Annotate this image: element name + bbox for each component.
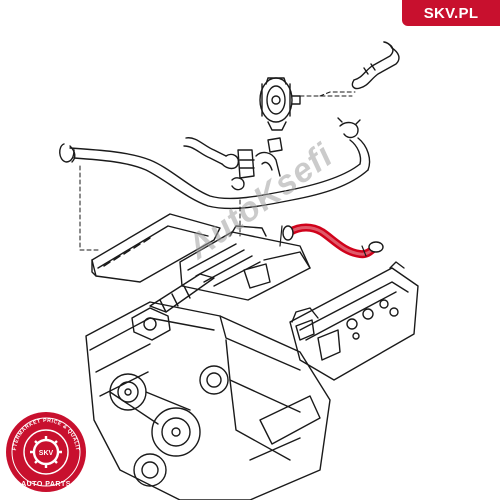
upper-breather-hose [351,41,400,90]
seal-bottom-text: AUTO PARTS [21,481,71,488]
skv-seal: AFTERMARKET PRICE & QUALITY SKV AUTO PAR… [0,0,86,492]
intake-manifold [149,225,311,313]
seal-center-text: SKV [39,450,54,457]
engine-pulleys [109,365,229,487]
throttle-body [131,307,321,461]
brand-logo: SKV.PL [402,0,500,26]
left-valve-cover [91,213,221,283]
leader-lines [79,91,356,251]
long-breather-pipe [59,117,371,210]
gear-icon [30,436,62,468]
right-valve-cover [289,261,419,381]
crankcase-breather-hose [279,223,384,259]
pcv-valve [259,77,301,131]
svg-text:AFTERMARKET PRICE & QUALITY: AFTERMARKET PRICE & QUALITY [0,0,80,451]
hose-fittings [183,137,283,191]
engine-block [85,301,331,500]
seal-ring-text: AFTERMARKET PRICE & QUALITY [0,0,80,451]
